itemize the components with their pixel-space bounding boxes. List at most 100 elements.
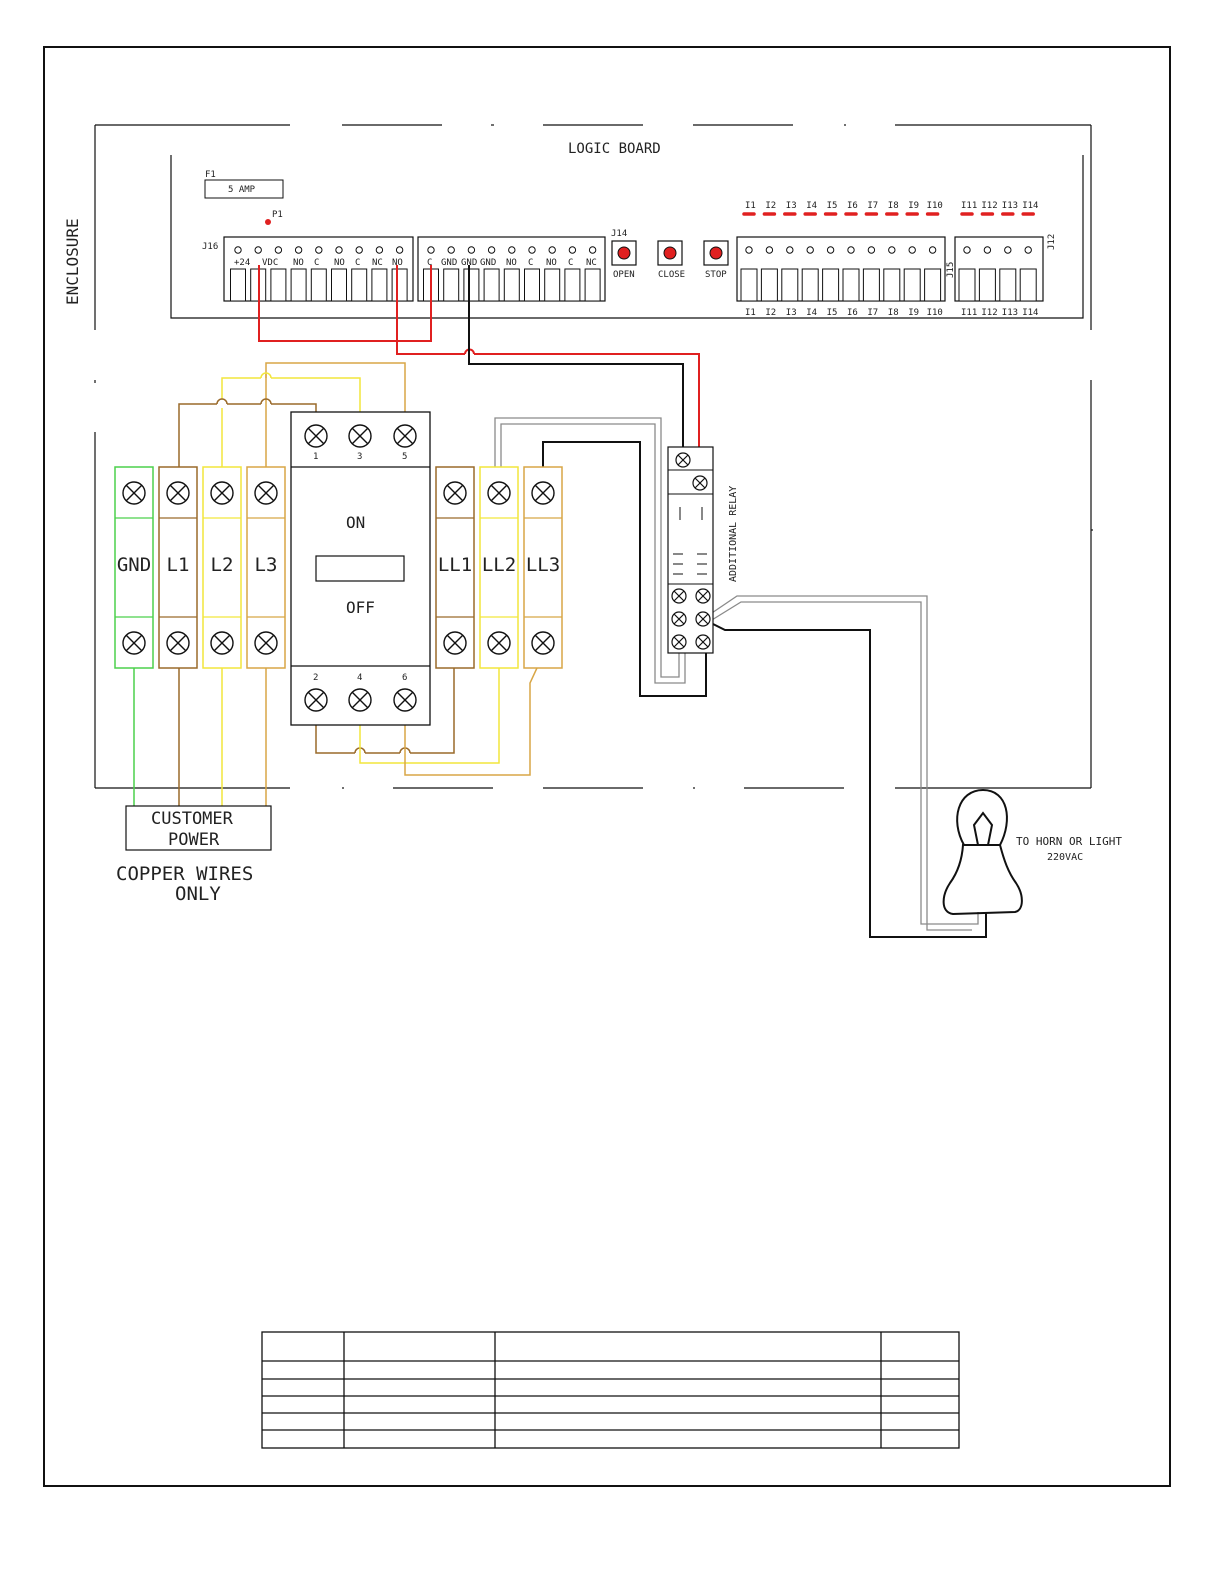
j16-pin-label: C	[355, 258, 360, 268]
input-label-bottom: I7	[867, 308, 878, 318]
breaker-top-pole: 1	[313, 452, 318, 462]
j14-pin-label: NC	[586, 258, 597, 268]
pin-slot	[331, 268, 347, 302]
pin-slot	[230, 268, 246, 302]
pin-dot	[315, 246, 323, 254]
breaker-bottom-pole: 6	[402, 673, 407, 683]
pin-dot	[588, 246, 597, 254]
wire-orange-bottom	[404, 654, 544, 776]
pin-dot	[765, 246, 774, 254]
pin-slot	[903, 268, 921, 302]
pin-dot	[487, 246, 496, 254]
close-button[interactable]: CLOSE	[657, 240, 685, 280]
logic-board: LOGIC BOARD F1 5 AMP P1 J16 J14 J15 J12 …	[170, 141, 1084, 319]
connector-j15	[736, 236, 946, 302]
pin-slot	[463, 268, 480, 302]
input-label-bottom: I3	[786, 308, 797, 318]
terminal-ll2: LL2	[479, 466, 519, 669]
input-label-bottom: I13	[1002, 308, 1018, 318]
input-label-bottom: I9	[908, 308, 919, 318]
pin-dot	[528, 246, 536, 254]
pin-dot	[826, 246, 835, 254]
pin-slot	[310, 268, 327, 302]
input-label-bottom: I6	[847, 308, 858, 318]
j14-pin-label: NO	[546, 258, 557, 268]
breaker-off-label: OFF	[346, 598, 375, 617]
j16-pin-label: NO	[334, 258, 345, 268]
wire-black-relay-feed	[542, 441, 707, 697]
terminal-gnd: GND	[114, 466, 154, 669]
pin-slot	[544, 268, 561, 302]
pin-slot	[270, 268, 287, 302]
relay-label: ADDITIONAL RELAY	[728, 486, 739, 582]
stop-button[interactable]: STOP	[703, 240, 729, 280]
terminal-label: L2	[211, 554, 234, 576]
input-label-bottom: I2	[765, 308, 776, 318]
breaker-on-label: ON	[346, 513, 365, 532]
input-label-top: I8	[888, 201, 899, 211]
enclosure-label: ENCLOSURE	[63, 218, 82, 305]
revision-table	[261, 1331, 960, 1449]
j14-pin-label: GND	[441, 258, 457, 268]
pin-slot	[822, 268, 840, 302]
j16-pin-label: NO	[392, 258, 403, 268]
input-label-top: I12	[981, 201, 997, 211]
pin-slot	[978, 268, 996, 302]
wire-customer-power	[133, 643, 267, 806]
pin-dot	[234, 246, 242, 254]
customer-power-box: CUSTOMER POWER	[125, 805, 272, 851]
pin-slot	[524, 268, 540, 302]
wire-red	[258, 265, 700, 482]
terminal-label: GND	[117, 554, 151, 576]
pin-dot	[395, 246, 404, 254]
pin-slot	[290, 268, 307, 302]
terminal-label: LL2	[482, 554, 516, 576]
j16-pin-label: +24	[234, 258, 250, 268]
terminal-ll3: LL3	[523, 466, 563, 669]
terminal-label: LL1	[438, 554, 472, 576]
pin-slot	[391, 268, 408, 302]
pin-slot	[862, 268, 880, 302]
pin-dot	[867, 246, 876, 254]
horn-voltage-label: 220VAC	[1047, 852, 1083, 863]
pin-slot	[371, 268, 388, 302]
copper-wires-line1: COPPER WIRES	[116, 863, 253, 885]
input-label-top: I11	[961, 201, 977, 211]
pin-slot	[503, 268, 520, 302]
j15-label: J15	[946, 262, 956, 278]
wire-black	[468, 265, 684, 457]
pin-dot	[274, 246, 283, 254]
breaker-bottom-pole: 2	[313, 673, 318, 683]
terminal-l2: L2	[202, 466, 242, 669]
pin-slot	[351, 268, 368, 302]
pin-slot	[443, 268, 460, 302]
p1-label: P1	[272, 210, 283, 220]
pin-dot	[335, 246, 343, 254]
pin-slot	[584, 268, 601, 302]
pin-slot	[958, 268, 976, 302]
pin-dot	[1024, 246, 1032, 254]
pin-dot	[847, 246, 855, 254]
pin-slot	[883, 268, 901, 302]
j16-pin-label: NO	[293, 258, 304, 268]
j12-label: J12	[1047, 234, 1057, 250]
j14-pin-label: NO	[506, 258, 517, 268]
terminal-label: L1	[167, 554, 190, 576]
breaker-handle	[315, 555, 405, 582]
pin-dot	[786, 246, 794, 254]
input-label-top: I4	[806, 201, 817, 211]
input-label-top: I13	[1002, 201, 1018, 211]
close-button-label: CLOSE	[658, 270, 685, 280]
input-label-top: I14	[1022, 201, 1038, 211]
j14-pin-label: C	[528, 258, 533, 268]
pin-slot	[483, 268, 500, 302]
input-label-bottom: I8	[888, 308, 899, 318]
input-label-bottom: I4	[806, 308, 817, 318]
open-button[interactable]: OPEN	[611, 240, 637, 280]
input-label-bottom: I10	[927, 308, 943, 318]
pin-dot	[355, 246, 363, 254]
pin-slot	[999, 268, 1017, 302]
